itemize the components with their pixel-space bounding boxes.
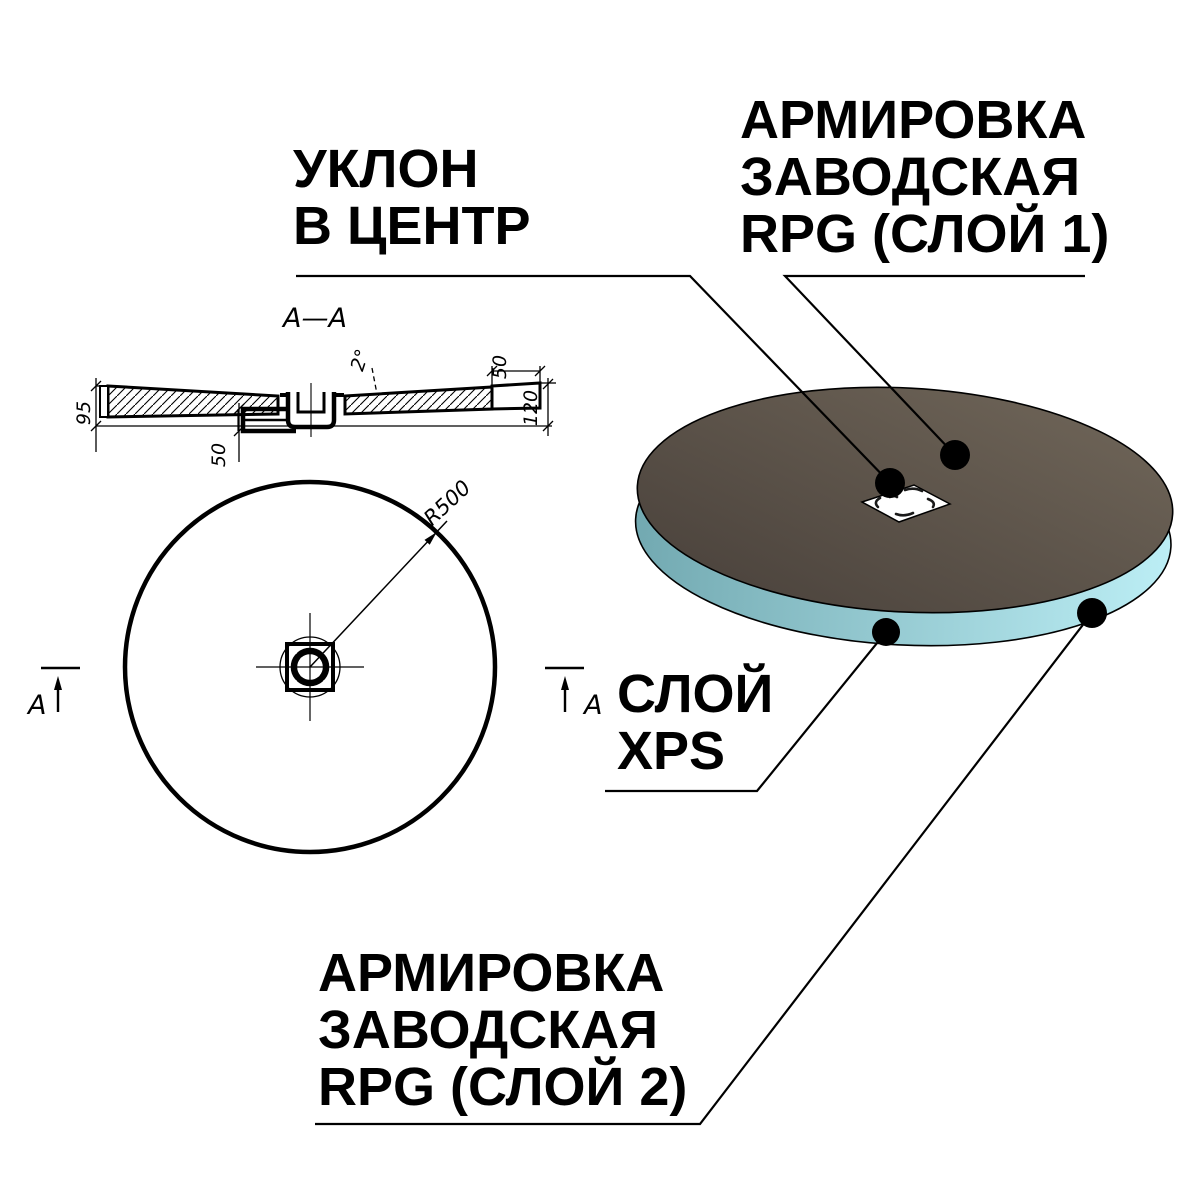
xps-label-line1: СЛОЙ [617, 664, 774, 724]
dim-50-outlet-label: 50 [208, 443, 230, 467]
plan-view: R500 A A [26, 475, 602, 855]
leader-points [872, 440, 1107, 646]
section-mark-left: A [26, 666, 80, 721]
point-xps [872, 618, 900, 646]
reinforcement-layer1-label: АРМИРОВКА ЗАВОДСКАЯ RPG (СЛОЙ 1) [740, 92, 1109, 263]
dim-50-edge-label: 50 [489, 355, 511, 379]
leader-layer1 [782, 274, 1085, 456]
section-title: A—A [281, 303, 347, 334]
layer2-label-line2: ЗАВОДСКАЯ [318, 1000, 659, 1060]
point-slope [875, 468, 905, 498]
layer1-label-line2: ЗАВОДСКАЯ [740, 147, 1081, 207]
layer1-label-line3: RPG (СЛОЙ 1) [740, 204, 1110, 264]
layer2-label-line1: АРМИРОВКА [318, 943, 665, 1003]
xps-label-line2: XPS [617, 721, 726, 781]
slope-label-line1: УКЛОН [293, 139, 479, 199]
slab-right-hatched [343, 385, 494, 416]
section-letter-right: A [582, 690, 602, 721]
slab-left-hatched [106, 384, 280, 419]
section-letter-left: A [26, 690, 46, 721]
slope-label-line2: В ЦЕНТР [293, 196, 531, 256]
slope-to-center-label: УКЛОН В ЦЕНТР [293, 141, 530, 255]
point-layer2 [1077, 598, 1107, 628]
dimension-lines [90, 365, 556, 462]
leader-slope [296, 274, 891, 484]
slab-right-cap [490, 381, 542, 411]
dim-95-label: 95 [73, 401, 95, 425]
disc-3d [634, 386, 1174, 647]
slab-left-cap [99, 385, 109, 418]
drain-trap [237, 383, 344, 437]
radius-dimension: R500 [309, 475, 475, 668]
leader-layer2 [315, 612, 1093, 1126]
section-mark-right: A [545, 666, 602, 721]
point-layer1 [940, 440, 970, 470]
layer2-label-line3: RPG (СЛОЙ 2) [318, 1057, 688, 1117]
tray-outline-circle [122, 479, 498, 855]
dim-120-label: 120 [520, 390, 542, 426]
radius-label: R500 [419, 475, 475, 530]
section-view: A—A [73, 303, 556, 467]
leader-lines [296, 274, 1093, 1126]
xps-layer-label: СЛОЙ XPS [617, 666, 773, 780]
reinforcement-layer2-label: АРМИРОВКА ЗАВОДСКАЯ RPG (СЛОЙ 2) [318, 945, 687, 1116]
dim-2deg-label: 2° [346, 346, 374, 373]
layer1-label-line1: АРМИРОВКА [740, 90, 1087, 150]
leader-xps [605, 631, 887, 793]
